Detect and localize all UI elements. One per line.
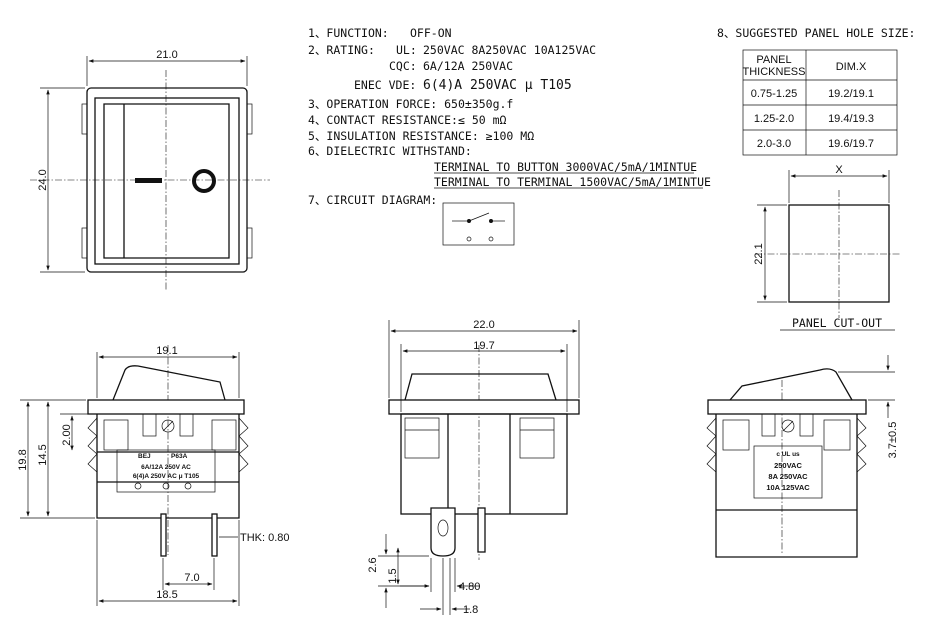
left-top-dim: 19.1 (156, 345, 177, 357)
ul-cert-mark: c UL us (776, 451, 800, 458)
contact-resistance: 4、CONTACT RESISTANCE:≤ 50 mΩ (308, 113, 507, 127)
label-line-1: 250VAC (774, 461, 802, 470)
on-symbol (135, 178, 162, 183)
off-symbol (192, 169, 216, 193)
table-cell: 19.2/19.1 (828, 88, 874, 100)
table-cell: 0.75-1.25 (751, 88, 797, 100)
panel-title: 8、SUGGESTED PANEL HOLE SIZE: (717, 26, 915, 40)
left-pitch-dim: 7.0 (184, 572, 199, 584)
dielectric-label: 6、DIELECTRIC WITHSTAND: (308, 144, 472, 158)
table-cell: 19.6/19.7 (828, 138, 874, 150)
label-line-1: 6A/12A 250V AC (141, 464, 191, 471)
cutout-height-dim: 22.1 (753, 243, 765, 264)
function-value: OFF-ON (410, 26, 452, 40)
cutout-label: PANEL CUT-OUT (792, 316, 882, 330)
front-height-dim: 24.0 (37, 169, 49, 190)
left-body-dim: 14.5 (37, 444, 49, 465)
panel-hole-section: 8、SUGGESTED PANEL HOLE SIZE: PANEL THICK… (717, 26, 915, 331)
label-line-2: 6(4)A 250V AC μ T105 (133, 473, 200, 480)
ul-value: 250VAC 8A250VAC 10A125VAC (423, 43, 596, 57)
table-cell: 2.0-3.0 (757, 138, 791, 150)
center-view: 22.0 19.7 2.6 1.5 4.80 1.8 (367, 319, 580, 616)
table-cell: 19.4/19.3 (828, 113, 874, 125)
dielectric-line-1: TERMINAL TO BUTTON 3000VAC/5mA/1MINTUE (434, 160, 697, 174)
operation-force: 3、OPERATION FORCE: 650±350g.f (308, 97, 513, 111)
table-header-panel: PANEL (756, 54, 791, 66)
center-4-80-dim: 4.80 (459, 581, 480, 593)
left-height-dim: 19.8 (17, 449, 29, 470)
side-view-left: BEJ P63A 6A/12A 250V AC 6(4)A 250V AC μ … (17, 345, 290, 606)
circuit-diagram (442, 202, 515, 246)
ul-label-plate: c UL us 250VAC 8A 250VAC 10A 125VAC (753, 445, 823, 499)
cqc-label: CQC: (389, 59, 417, 73)
label-line-3: 10A 125VAC (766, 483, 810, 492)
left-thk-dim: THK: 0.80 (240, 532, 290, 544)
center-2-6-dim: 2.6 (367, 557, 379, 572)
rating-label: 2、RATING: (308, 43, 375, 57)
dielectric-line-2: TERMINAL TO TERMINAL 1500VAC/5mA/1MINTUE (434, 175, 711, 189)
table-cell: 1.25-2.0 (754, 113, 794, 125)
specifications: 1、FUNCTION: OFF-ON 2、RATING: UL: 250VAC … (308, 26, 711, 246)
right-height-dim: 3.7±0.5 (887, 422, 899, 459)
center-1-5-dim: 1.5 (387, 568, 399, 583)
insulation-resistance: 5、INSULATION RESISTANCE: ≥100 MΩ (308, 129, 534, 143)
center-outer-dim: 22.0 (473, 319, 494, 331)
left-bottom-dim: 18.5 (156, 589, 177, 601)
side-view-right: c UL us 250VAC 8A 250VAC 10A 125VAC 3.7±… (706, 355, 899, 558)
enec-value: 6(4)A 250VAC μ T105 (423, 78, 572, 93)
front-view: 21.0 24.0 (30, 49, 270, 290)
front-width-dim: 21.0 (156, 49, 177, 61)
circuit-label: 7、CIRCUIT DIAGRAM: (308, 193, 437, 207)
center-1-8-dim: 1.8 (463, 604, 478, 616)
panel-cutout: X 22.1 PANEL CUT-OUT (753, 164, 900, 331)
label-model: P63A (171, 453, 188, 460)
enec-label: ENEC VDE: (354, 78, 416, 92)
label-line-2: 8A 250VAC (768, 472, 808, 481)
cutout-x-dim: X (835, 164, 843, 176)
center-inner-dim: 19.7 (473, 340, 494, 352)
label-brand: BEJ (138, 453, 151, 460)
table-header-dimx: DIM.X (836, 61, 867, 73)
panel-table: PANEL THICKNESS DIM.X 0.75-1.25 19.2/19.… (743, 49, 898, 156)
ul-label: UL: (396, 43, 417, 57)
table-header-thickness: THICKNESS (743, 66, 806, 78)
cqc-value: 6A/12A 250VAC (423, 59, 513, 73)
left-small-dim: 2.00 (61, 424, 73, 445)
function-label: 1、FUNCTION: (308, 26, 389, 40)
product-label: BEJ P63A 6A/12A 250V AC 6(4)A 250V AC μ … (116, 449, 216, 493)
